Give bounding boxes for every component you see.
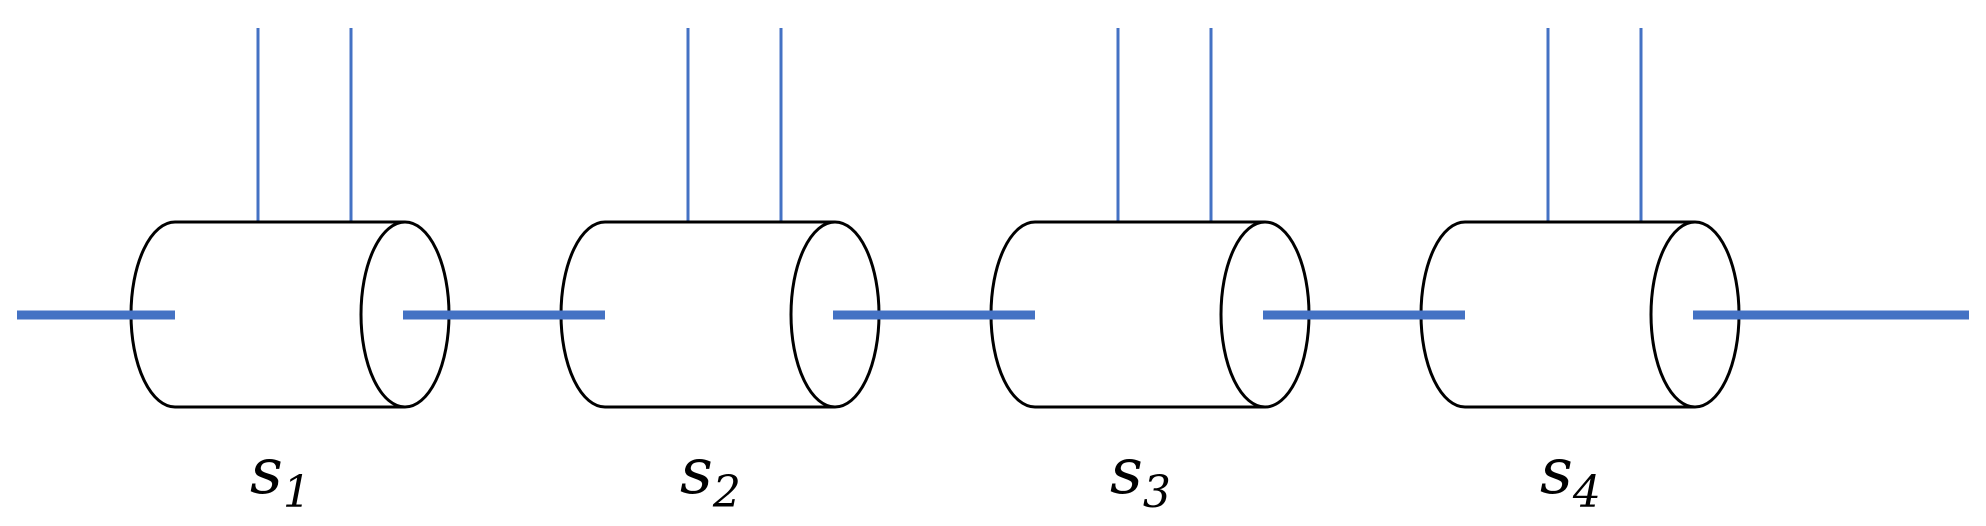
tensor-node-3: s3 xyxy=(989,28,1311,518)
node-label: s2 xyxy=(680,435,741,518)
tensor-node-1: s1 xyxy=(129,28,451,518)
node-label-variable: s xyxy=(680,435,713,509)
node-label-subscript: 2 xyxy=(712,467,741,518)
node-label-variable: s xyxy=(1110,435,1143,509)
node-label-subscript: 4 xyxy=(1572,467,1601,518)
node-label-variable: s xyxy=(1540,435,1573,509)
node-label: s4 xyxy=(1540,435,1601,518)
node-label: s1 xyxy=(250,435,311,518)
tensor-node-2: s2 xyxy=(559,28,881,518)
tensor-node-4: s4 xyxy=(1419,28,1741,518)
node-label-subscript: 1 xyxy=(283,467,311,518)
node-label-subscript: 3 xyxy=(1143,467,1171,518)
node-label: s3 xyxy=(1110,435,1171,518)
node-label-variable: s xyxy=(250,435,283,509)
